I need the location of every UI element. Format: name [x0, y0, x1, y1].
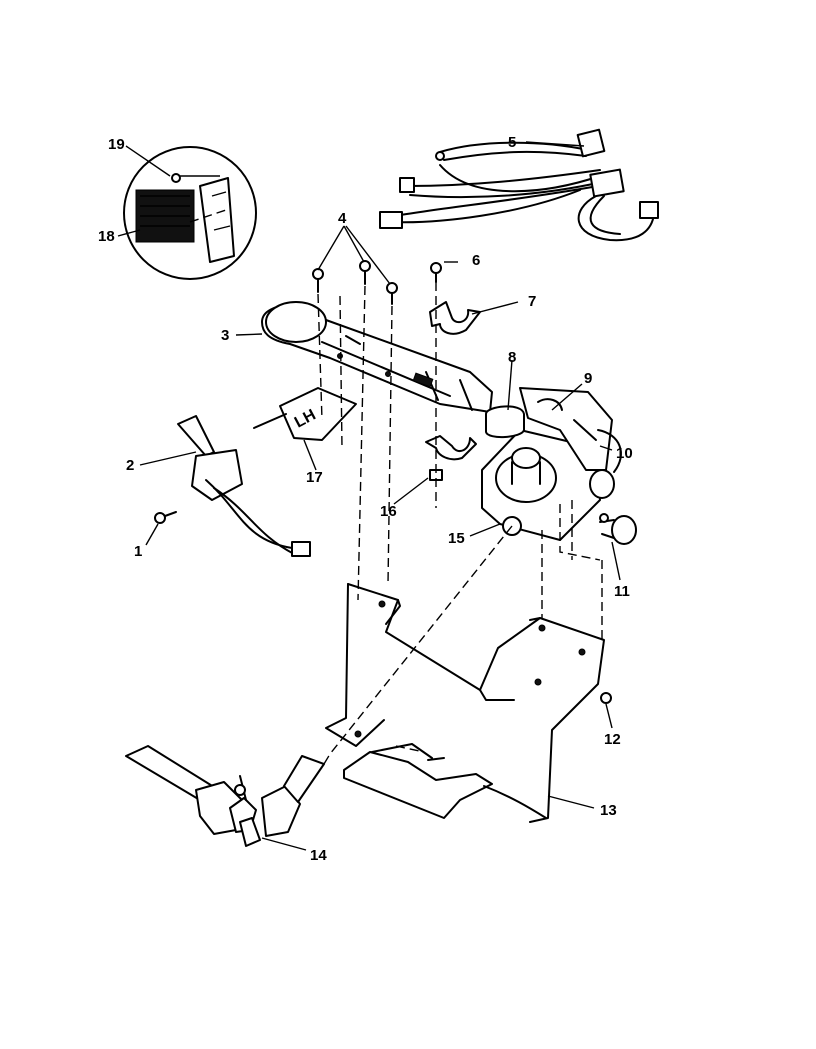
- callout-9: 9: [584, 370, 592, 387]
- callout-2: 2: [126, 457, 134, 474]
- assembly-lines: [189, 209, 603, 765]
- bracket-part-3: [261, 301, 493, 413]
- callout-4: 4: [338, 210, 347, 227]
- callout-11: 11: [614, 583, 630, 600]
- clip-part-16: [425, 435, 477, 481]
- callout-14: 14: [310, 847, 327, 864]
- callout-8: 8: [508, 349, 516, 366]
- leader-lines: [117, 141, 621, 851]
- screw-part-1: [154, 511, 177, 524]
- callout-13: 13: [600, 802, 617, 819]
- fitting-part-11: [599, 513, 637, 545]
- burner-assembly-part-14: [125, 745, 325, 847]
- screw-part-6: [430, 262, 442, 283]
- screw-part-19: [171, 173, 181, 183]
- mounting-bracket-part-13: [325, 583, 605, 823]
- callout-7: 7: [528, 293, 536, 310]
- callout-18: 18: [98, 228, 115, 245]
- wire-harness-part-5: [379, 128, 659, 242]
- callout-17: 17: [306, 469, 323, 486]
- clamp-part-7: [429, 301, 481, 335]
- plate-part-17: LH: [253, 387, 357, 441]
- callout-1: 1: [134, 543, 142, 560]
- callout-5: 5: [508, 134, 516, 151]
- callout-6: 6: [472, 252, 480, 269]
- callout-10: 10: [616, 445, 633, 462]
- screws-part-4: [312, 260, 398, 305]
- gas-valve-part-15: [481, 387, 622, 541]
- tube-part-8: [485, 405, 525, 438]
- inset-detail: [123, 146, 257, 280]
- callout-12: 12: [604, 731, 621, 748]
- callout-16: 16: [380, 503, 397, 520]
- callout-15: 15: [448, 530, 465, 547]
- callout-19: 19: [108, 136, 125, 153]
- igniter-part-2: [177, 415, 311, 557]
- callout-3: 3: [221, 327, 229, 344]
- callout-labels: 1 2 3 4 5 6 7 8 9 10 11 12 13 14 15 16 1…: [98, 134, 633, 864]
- screw-part-12: [600, 692, 612, 704]
